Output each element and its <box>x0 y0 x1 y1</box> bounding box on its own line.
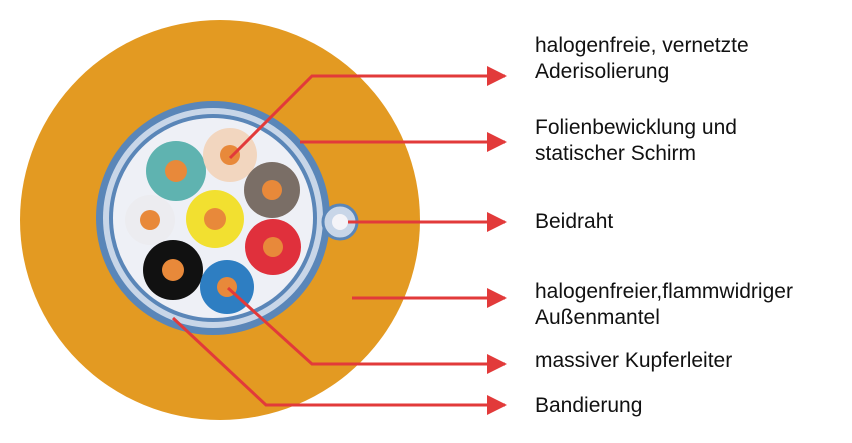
label-folienbewicklung: Folienbewicklung und statischer Schirm <box>535 115 737 167</box>
core-light-orange <box>203 128 257 182</box>
label-bandierung: Bandierung <box>535 393 642 419</box>
label-beidraht: Beidraht <box>535 209 613 235</box>
drain-wire-core <box>332 214 348 230</box>
label-aussenmantel-line-1: halogenfreier,flammwidriger <box>535 280 793 303</box>
label-kupferleiter-line-1: massiver Kupferleiter <box>535 349 733 372</box>
label-bandierung-line-1: Bandierung <box>535 394 643 417</box>
drain-wire <box>321 203 359 241</box>
label-aderisolierung-line-1: halogenfreie, vernetzte <box>535 34 749 57</box>
core-yellow <box>186 190 244 248</box>
leader-lines <box>171 66 507 415</box>
leader-kupferleiter <box>226 286 507 374</box>
label-kupferleiter: massiver Kupferleiter <box>535 348 732 374</box>
leader-aderisolierung <box>228 66 507 160</box>
core-white <box>125 195 175 245</box>
label-aussenmantel: halogenfreier,flammwidriger Außenmantel <box>535 279 793 331</box>
label-folienbewicklung-line-2: statischer Schirm <box>535 142 697 165</box>
label-beidraht-line-1: Beidraht <box>535 210 614 233</box>
label-aderisolierung-line-2: Aderisolierung <box>535 60 670 83</box>
label-aussenmantel-line-2: Außenmantel <box>535 306 660 329</box>
label-folienbewicklung-line-1: Folienbewicklung und <box>535 116 737 139</box>
core-red <box>245 219 301 275</box>
label-aderisolierung: halogenfreie, vernetzte Aderisolierung <box>535 33 749 85</box>
core-black <box>143 240 203 300</box>
core-turquoise <box>146 141 206 201</box>
core-grey <box>244 162 300 218</box>
leader-bandierung <box>171 316 507 415</box>
